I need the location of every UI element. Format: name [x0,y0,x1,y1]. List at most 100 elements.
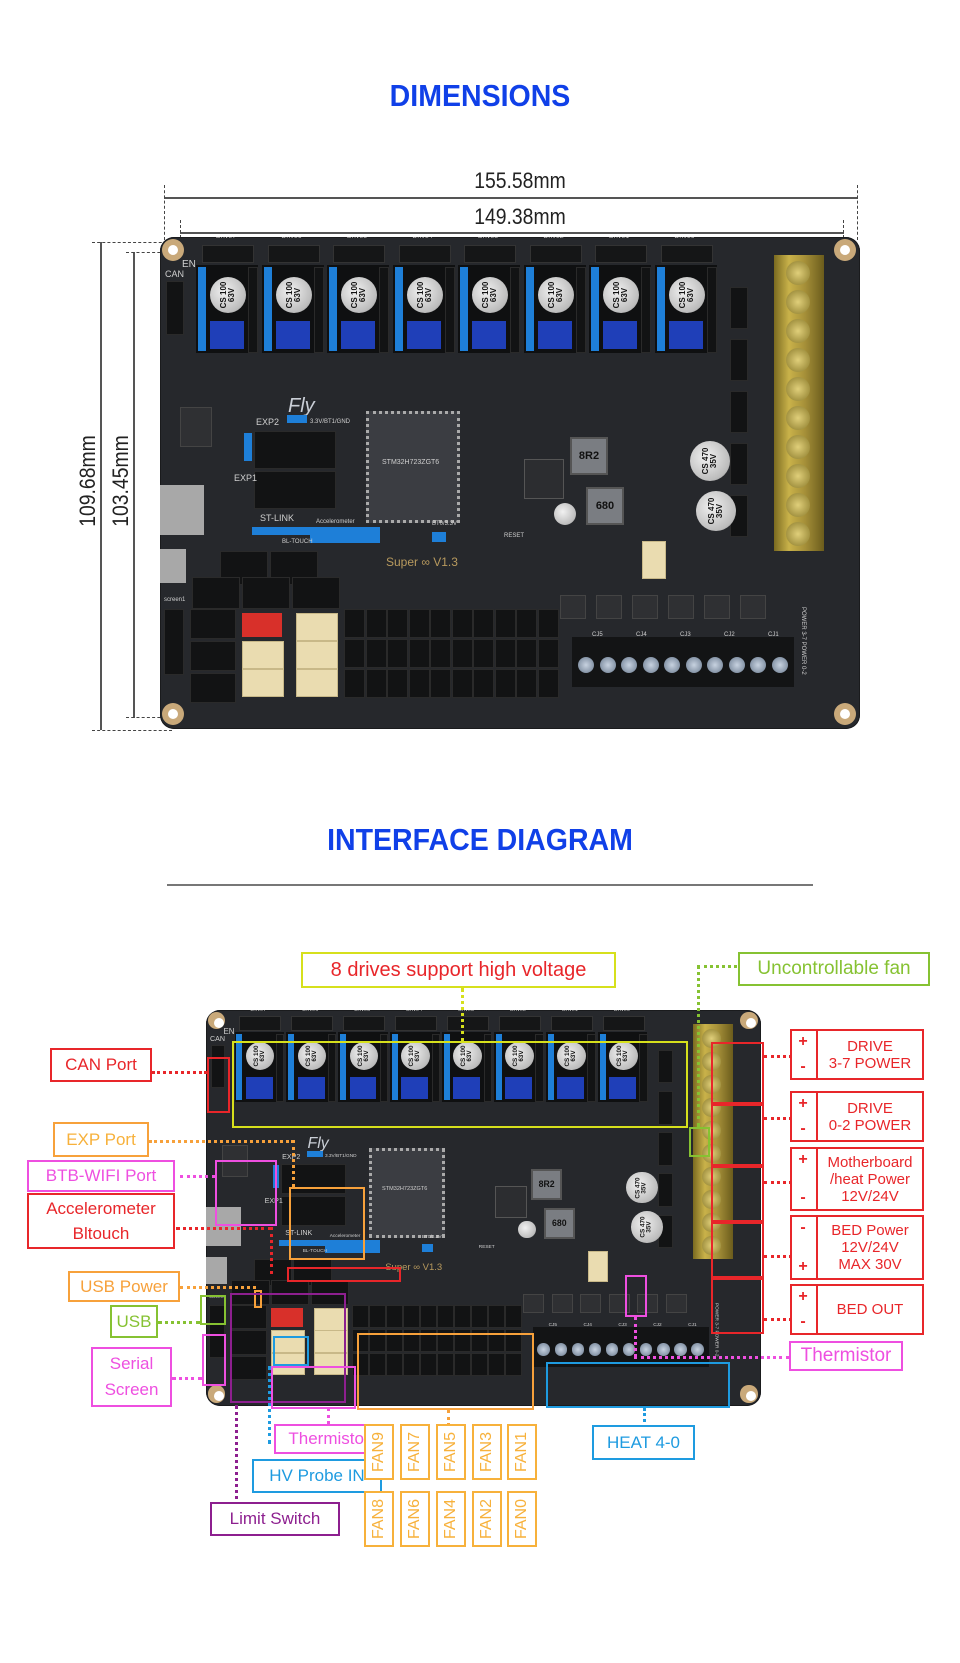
can-outline [207,1057,230,1113]
btb-wifi-outline [215,1160,277,1226]
boot-label: BT0/3.3V [432,521,458,527]
power-label-block: +-BED OUT [790,1284,924,1335]
driver-pin-header-black [510,267,520,353]
stlink-label: ST-LINK [285,1228,313,1237]
mosfet [668,595,694,619]
sd-card-slot [206,1206,241,1247]
width-inner-line [180,232,844,234]
mcu-chip [366,411,460,523]
fan-connector [344,609,365,638]
capacitor-text: CS 100 63V [415,281,433,309]
driver-jumpers [401,1076,429,1099]
mounting-hole [162,239,184,261]
fan-label: FAN1 [507,1424,537,1480]
fan-connector-right [658,1090,673,1125]
drive-label: Drive5 [327,237,387,240]
serial-line2: Screen [104,1380,159,1399]
limit-switch-connector [229,1355,267,1380]
driver-pin-header-black [575,267,586,353]
mosfet [608,1293,630,1314]
heat-screw [578,657,594,673]
exp1-connector [254,471,336,509]
fan-connector [430,669,451,698]
driver-pin-header-black [639,1033,648,1103]
driver-pin-header-black [444,267,455,353]
drive-label: Drive1 [546,1010,594,1013]
terminal-screw [786,464,810,488]
exp2-connector [280,1163,346,1195]
capacitor-text: CS 100 63V [284,281,302,309]
mounting-hole [740,1011,758,1030]
fan-connector [403,1352,421,1376]
driver-jumpers [341,321,375,349]
diag-label: DIAG7 [227,1010,241,1012]
bltouch-label: BL-TOUCH [302,1249,327,1255]
capacitor-text: CS 100 63V [350,281,367,309]
heat-screw [728,657,745,673]
fan-label: FAN7 [400,1424,430,1480]
screen-connector [209,1304,226,1358]
fly-logo: Fly [307,1135,329,1153]
fan-connector [351,1304,369,1329]
fan-connector [473,669,494,698]
mosfet [632,595,658,619]
height-outer-label: 109.68mm [75,435,100,527]
terminal-screw [786,493,810,517]
polarity-sign: - [800,1219,806,1236]
exp1-label: EXP1 [234,473,258,483]
power-label-divider [816,1217,818,1278]
capacitor: CS 100 63V [341,277,377,313]
exp-leader-v [292,1140,295,1187]
btb-wifi-socket [180,407,212,447]
heat-screw [554,1343,568,1356]
power-label-divider [816,1286,818,1333]
fan-connector [365,609,387,638]
fan-label: FAN0 [507,1491,537,1547]
cj-label: CJ3 [618,1323,627,1329]
exp2-label: EXP2 [256,417,280,427]
fan-connector [471,1304,489,1329]
fan-connector [451,609,473,638]
thermistor-right-leader-h [634,1356,789,1359]
cj-label: CJ2 [653,1323,662,1329]
fan-connector [437,1352,455,1376]
exp2-connector [254,431,336,469]
driver-jumpers [349,1076,377,1099]
fan-connector [387,669,408,698]
driver-pin-header-black [706,267,717,353]
thermistor-connector [296,641,338,669]
btt-pins [287,415,307,423]
heat-screw [622,1343,636,1356]
polarity-sign: + [798,1258,808,1275]
usb-c-port [160,549,186,583]
heat-screw [656,1343,670,1356]
driver-pin-header [263,267,272,351]
mounting-hole [207,1385,226,1403]
fan-connector [488,1352,506,1376]
driver-jumpers [275,321,310,349]
power-label-divider [816,1031,818,1078]
boot-jumper [432,532,446,542]
super-logo: Super ∞ V1.3 [385,1262,443,1274]
driver-jumpers [609,1076,637,1099]
fan-connector [408,639,430,668]
fan-connector [516,639,537,668]
height-outer-ext-top [92,242,172,243]
driver-pin-header [547,1033,555,1101]
screen-connector [164,609,184,675]
fan-connector-right [730,391,748,433]
drive-label: Drive0 [598,1010,646,1013]
thermistor-connector [313,1308,348,1331]
fan-leader-v [697,965,700,1127]
limit-switch-connector [190,673,236,703]
drive-label: Drive3 [458,237,518,240]
driver-pin-header [198,267,206,351]
drives-hv-label: 8 drives support high voltage [301,952,616,988]
driver-pin-header [236,1033,243,1101]
thermistor-connector [313,1352,348,1376]
title-rule [167,884,813,886]
exp1-connector [280,1195,346,1227]
small-capacitor [518,1220,536,1239]
